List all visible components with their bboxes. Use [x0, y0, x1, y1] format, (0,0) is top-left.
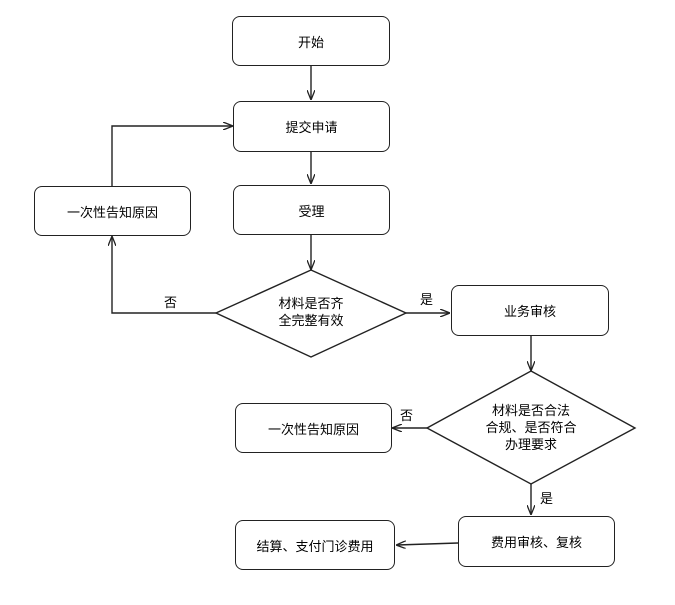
node-fee-review-label: 费用审核、复核 — [490, 536, 582, 551]
node-business-review: 业务审核 — [451, 285, 609, 336]
node-accept-label: 受理 — [298, 204, 325, 220]
arrow-check1-no-to-notify1 — [112, 237, 216, 314]
node-accept: 受理 — [233, 185, 390, 235]
decision-diamond-check2 — [425, 370, 637, 485]
decision-diamond-check1 — [214, 269, 408, 358]
decision-check2-line1: 材料是否合法 — [491, 403, 570, 419]
node-submit-application: 提交申请 — [233, 101, 390, 152]
node-settle-payment: 结算、支付门诊费用 — [235, 520, 395, 570]
decision-check2-line2: 合规、是否符合 — [485, 420, 577, 436]
decision-check2-text: 材料是否合法 合规、是否符合 办理要求 — [466, 399, 596, 457]
node-notify-reason-1: 一次性告知原因 — [34, 186, 191, 236]
decision-check1-text: 材料是否齐 全完整有效 — [241, 290, 381, 336]
node-submit-label: 提交申请 — [285, 121, 338, 136]
edge-label-no-2: 否 — [400, 409, 414, 424]
node-notify1-label: 一次性告知原因 — [66, 205, 158, 221]
node-notify2-label: 一次性告知原因 — [267, 422, 359, 438]
node-fee-review: 费用审核、复核 — [458, 516, 615, 567]
edge-label-no-1: 否 — [164, 296, 178, 311]
node-settle-label: 结算、支付门诊费用 — [256, 539, 374, 555]
decision-check1-line2: 全完整有效 — [278, 314, 344, 329]
arrow-fee-review-to-settle — [397, 543, 459, 545]
node-start: 开始 — [232, 16, 390, 66]
node-start-label: 开始 — [297, 35, 324, 51]
edge-label-yes-1: 是 — [420, 293, 434, 308]
node-review-label: 业务审核 — [503, 305, 556, 320]
node-notify-reason-2: 一次性告知原因 — [235, 403, 392, 453]
edge-label-yes-2: 是 — [540, 492, 554, 507]
decision-check1-line1: 材料是否齐 — [278, 297, 344, 312]
arrow-notify1-to-submit — [111, 126, 232, 186]
decision-check2-line3: 办理要求 — [504, 437, 557, 453]
